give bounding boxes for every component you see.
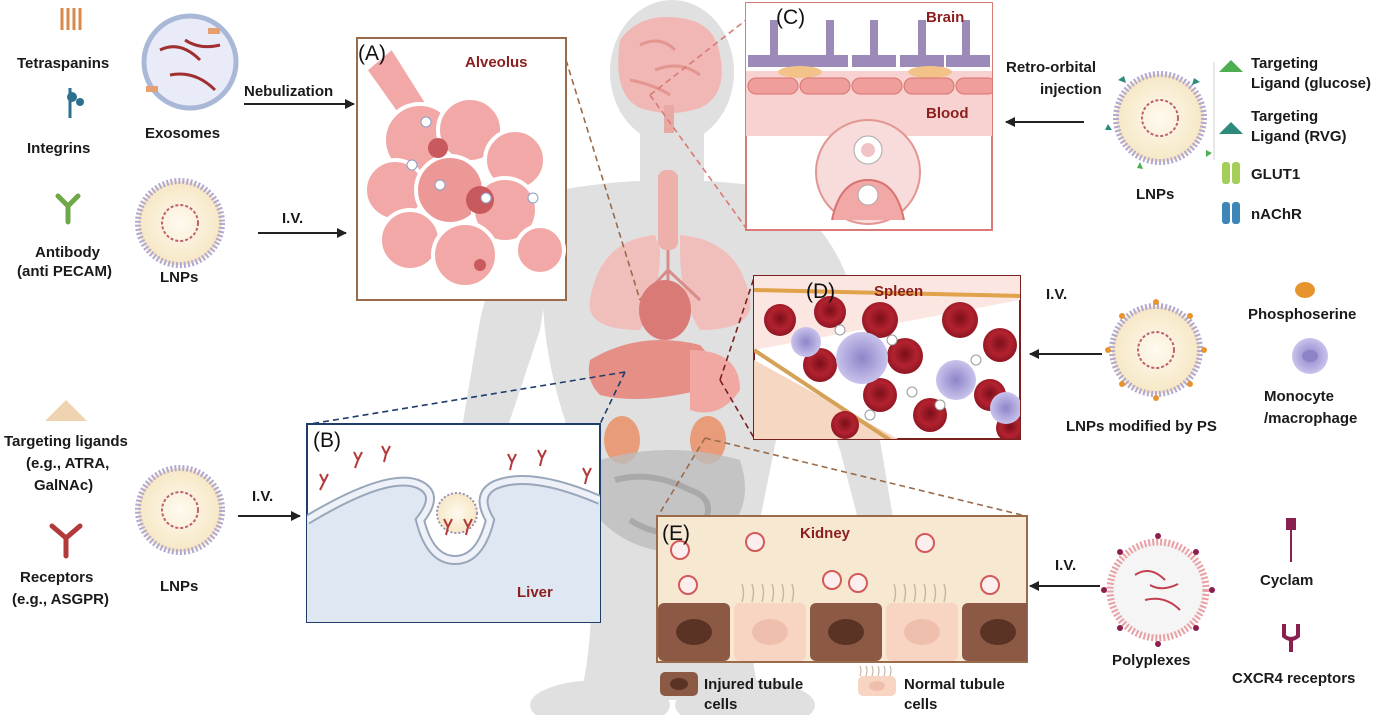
cxcr4-label: CXCR4 receptors <box>1232 670 1355 687</box>
monocyte-label-2: /macrophage <box>1264 410 1357 427</box>
integrins-icon <box>67 88 84 118</box>
liver-route: Targeting ligands (e.g., ATRA, GalNAc) R… <box>4 400 301 608</box>
receptor-icon <box>49 523 83 559</box>
receptors-label-1: Receptors <box>20 569 93 586</box>
brain-route: Retro-orbital injection LNPs Targeting L… <box>1005 55 1371 224</box>
panel-a-letter: (A) <box>358 42 386 65</box>
panel-b-liver: (B) Liver <box>306 423 601 623</box>
receptors-label-2: (e.g., ASGPR) <box>12 591 109 608</box>
cxcr4-receptor-icon <box>1282 624 1300 652</box>
panel-e-kidney: (E) Kidney <box>656 515 1028 663</box>
phosphoserine-icon <box>1295 282 1315 298</box>
panel-c-title-blood: Blood <box>926 105 969 122</box>
kidney-legend: Injured tubule cells Normal tubule cells <box>660 665 1005 713</box>
red-blood-cells <box>764 296 1020 439</box>
lnps-lung-label: LNPs <box>160 269 198 286</box>
lnp-lung-icon <box>135 178 225 268</box>
glucose-ligand-icon <box>1219 60 1243 72</box>
panel-b-letter: (B) <box>313 429 341 452</box>
lnp-brain-icon <box>1105 71 1212 169</box>
tetraspanins-icon <box>60 8 82 30</box>
phosphoserine-label: Phosphoserine <box>1248 306 1356 323</box>
lung-route: Tetraspanins Integrins Exosomes Nebuliza… <box>17 8 355 286</box>
kidney-organ-left <box>604 416 640 464</box>
panel-a-alveolus: (A) Alveolus <box>356 37 567 301</box>
targeting-label-2: (e.g., ATRA, <box>26 455 109 472</box>
alveoli-cluster <box>363 45 566 289</box>
brain-legend: Targeting Ligand (glucose) Targeting Lig… <box>1219 55 1371 224</box>
integrins-label: Integrins <box>27 140 90 157</box>
exosome-icon <box>141 13 239 111</box>
tetraspanins-label: Tetraspanins <box>17 55 109 72</box>
targeting-label-3: GalNAc) <box>34 477 93 494</box>
panel-a-title: Alveolus <box>465 54 528 71</box>
legend-glucose-l2: Ligand (glucose) <box>1251 75 1371 92</box>
lnps-ps-label: LNPs modified by PS <box>1066 418 1217 435</box>
legend-rvg-l2: Ligand (RVG) <box>1251 128 1347 145</box>
antibody-label-1: Antibody <box>35 244 101 261</box>
legend-nachr: nAChR <box>1251 206 1302 223</box>
tubule-cells <box>658 603 1027 661</box>
connector-lines <box>309 19 1027 517</box>
polyplex-icon <box>1101 533 1215 647</box>
polyplexes-label: Polyplexes <box>1112 652 1190 669</box>
panel-c-letter: (C) <box>776 6 805 29</box>
panel-c-title-brain: Brain <box>926 9 964 26</box>
cyclam-icon <box>1286 518 1296 562</box>
iv-liver-label: I.V. <box>252 488 273 505</box>
legend-glucose-l1: Targeting <box>1251 55 1318 72</box>
glut1-icon <box>1222 162 1230 184</box>
legend-glut1: GLUT1 <box>1251 166 1300 183</box>
nebulization-label: Nebulization <box>244 83 333 100</box>
retro-orbital-label-2: injection <box>1040 81 1102 98</box>
monocyte-label-1: Monocyte <box>1264 388 1334 405</box>
lnps-brain-label: LNPs <box>1136 186 1174 203</box>
panel-e-letter: (E) <box>662 522 690 545</box>
rvg-ligand-icon <box>1219 122 1243 134</box>
lnp-ps-icon <box>1105 299 1207 401</box>
cyclam-label: Cyclam <box>1260 572 1313 589</box>
panel-d-spleen: (D) Spleen <box>753 275 1021 440</box>
microvilli <box>741 583 947 603</box>
lnp-liver-icon <box>135 465 225 555</box>
antibody-icon <box>55 193 81 225</box>
targeting-ligand-icon <box>45 400 87 421</box>
injured-label-2: cells <box>704 696 737 713</box>
kidney-lnps <box>670 532 1000 595</box>
panel-c-brain: (C) Brain Blood <box>745 2 993 231</box>
body-organs <box>588 16 751 552</box>
nachr-icon <box>1222 202 1230 224</box>
iv-kidney-label: I.V. <box>1055 557 1076 574</box>
targeting-label-1: Targeting ligands <box>4 433 128 450</box>
normal-label-2: cells <box>904 696 937 713</box>
legend-rvg-l1: Targeting <box>1251 108 1318 125</box>
injured-label-1: Injured tubule <box>704 676 803 693</box>
spleen-route: I.V. LNPs modified by PS Phosphoserine M… <box>1029 282 1357 435</box>
iv-lung-label: I.V. <box>282 210 303 227</box>
panel-d-title: Spleen <box>874 283 923 300</box>
panel-d-letter: (D) <box>806 280 835 303</box>
retro-orbital-label-1: Retro-orbital <box>1006 59 1096 76</box>
lnps-liver-label: LNPs <box>160 578 198 595</box>
antibody-label-2: (anti PECAM) <box>17 263 112 280</box>
exosomes-label: Exosomes <box>145 125 220 142</box>
macrophages <box>791 327 1020 424</box>
kidney-route: I.V. Polyplexes Cyclam CXCR4 receptors <box>1029 518 1355 687</box>
panel-e-title: Kidney <box>800 525 851 542</box>
iv-spleen-label: I.V. <box>1046 286 1067 303</box>
normal-label-1: Normal tubule <box>904 676 1005 693</box>
panel-b-title: Liver <box>517 584 553 601</box>
